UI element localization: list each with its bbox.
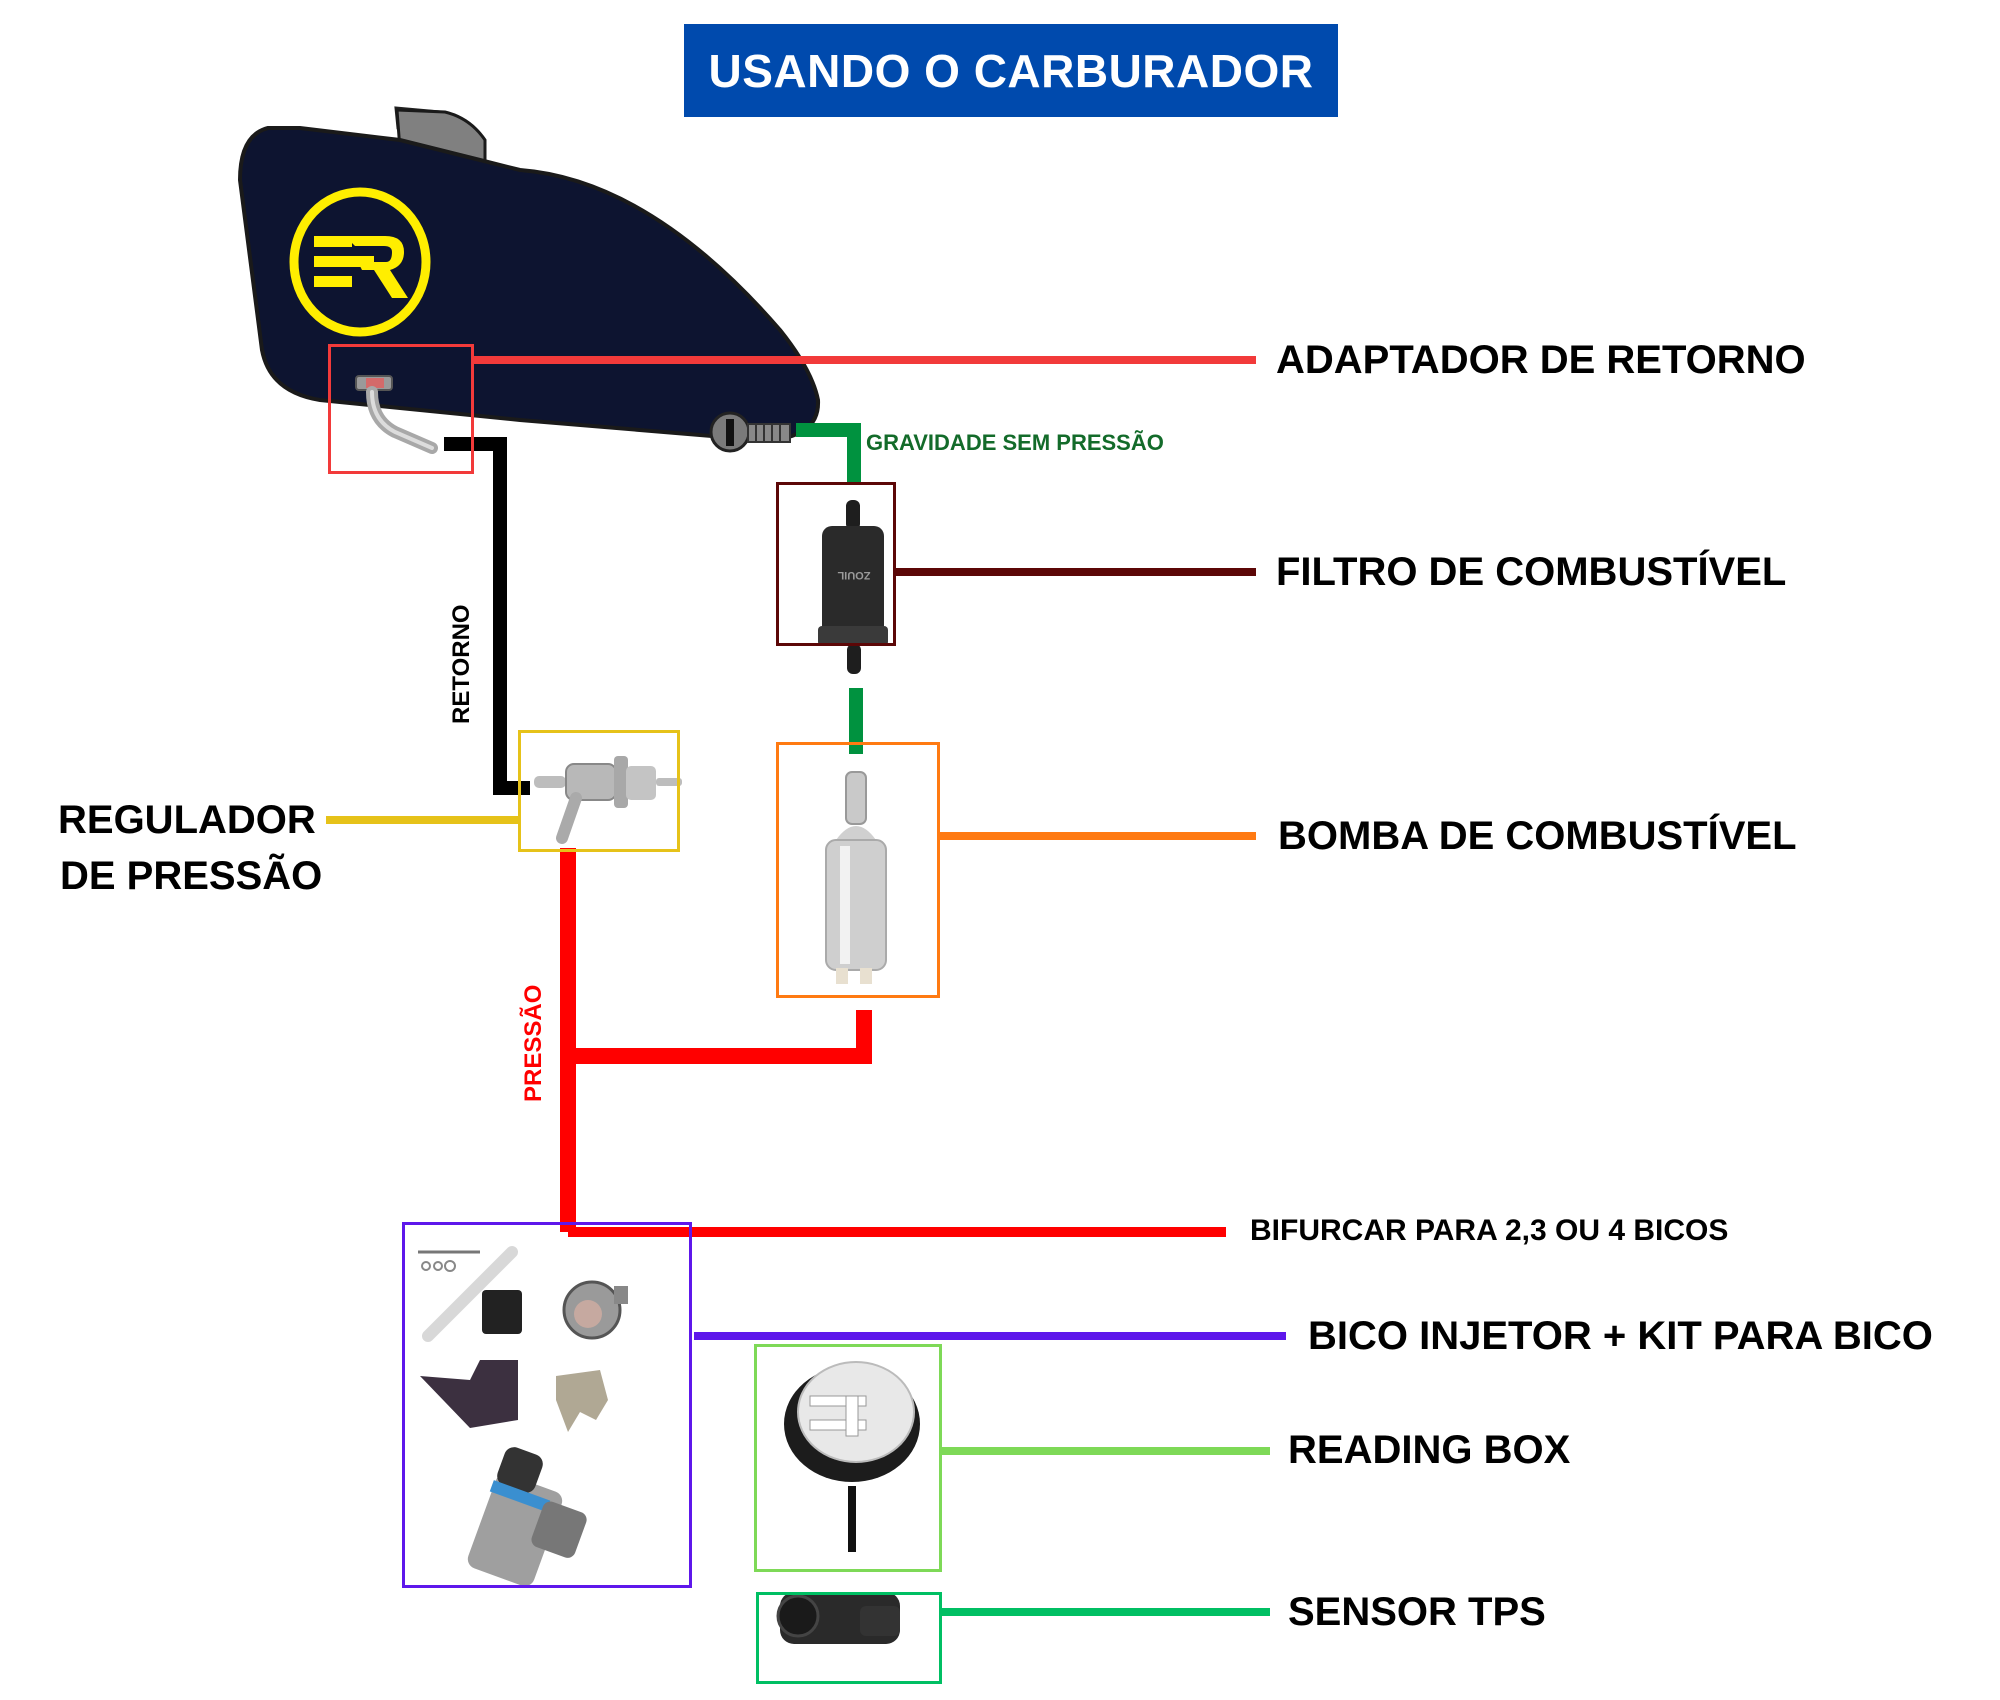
- adaptador-label: ADAPTADOR DE RETORNO: [1276, 338, 1806, 382]
- bico-frame: [402, 1222, 692, 1588]
- fuel-filter-icon: ZOUIL: [818, 500, 888, 674]
- fuel-pump-icon: [825, 771, 887, 984]
- gravidade-pipe-label: GRAVIDADE SEM PRESSÃO: [866, 430, 1164, 455]
- bico-label: BICO INJETOR + KIT PARA BICO: [1308, 1314, 1933, 1358]
- bifurcar-label: BIFURCAR PARA 2,3 OU 4 BICOS: [1250, 1214, 1729, 1247]
- filtro-label: FILTRO DE COMBUSTÍVEL: [1276, 550, 1787, 594]
- sensor-tps-label: SENSOR TPS: [1288, 1590, 1546, 1634]
- regulador-label-line1: REGULADOR: [58, 798, 316, 842]
- fuel-cock-valve-icon: [709, 411, 791, 453]
- filter-brand-text: ZOUIL: [837, 569, 870, 581]
- sensor-tps-frame: [756, 1592, 942, 1684]
- pressure-pump-branch: [568, 1010, 872, 1064]
- tps-sensor-icon: [776, 1592, 900, 1644]
- er-logo-icon: [289, 187, 431, 337]
- page-title: USANDO O CARBURADOR: [708, 44, 1314, 97]
- bomba-label: BOMBA DE COMBUSTÍVEL: [1278, 814, 1797, 858]
- return-adapter-fitting-icon: [355, 375, 438, 454]
- bomba-frame: [776, 742, 940, 998]
- regulador-frame: [518, 730, 680, 852]
- regulador-label-line2: DE PRESSÃO: [60, 854, 323, 898]
- title-banner: USANDO O CARBURADOR: [684, 24, 1338, 117]
- injector-kit-icon: [418, 1246, 628, 1587]
- filtro-frame: [776, 482, 896, 646]
- reading-box-label: READING BOX: [1288, 1428, 1571, 1472]
- reading-box-frame: [754, 1344, 942, 1572]
- retorno-pipe-label: RETORNO: [448, 604, 475, 724]
- fuel-tank-icon: [237, 106, 821, 443]
- pressure-regulator-icon: [534, 756, 682, 844]
- reading-box-icon: [784, 1361, 920, 1552]
- gravity-pipe: [796, 423, 861, 484]
- adaptador-frame: [328, 344, 474, 474]
- pressao-pipe-label: PRESSÃO: [520, 984, 547, 1102]
